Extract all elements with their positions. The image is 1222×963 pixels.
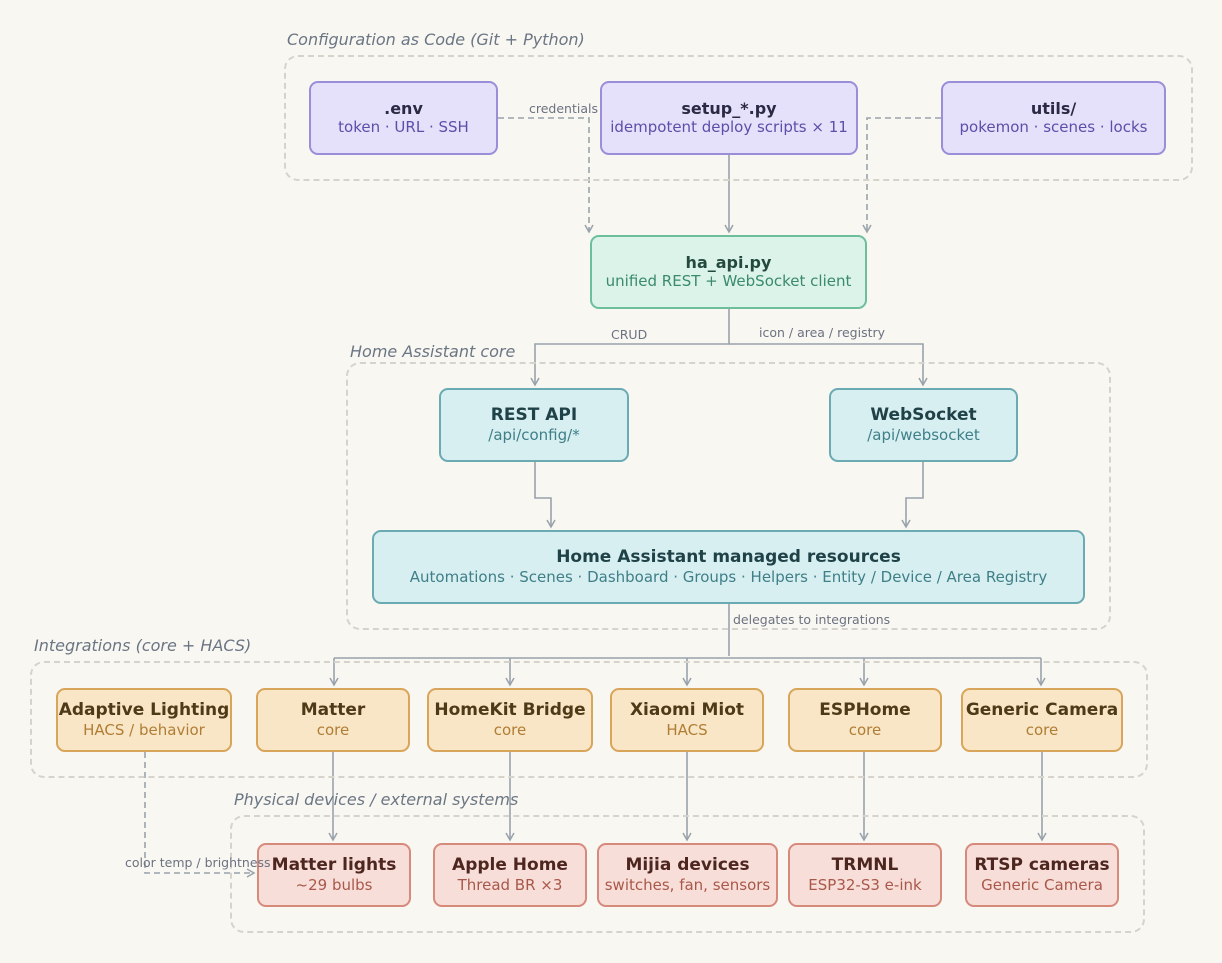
- device-mijia: Mijia devices switches, fan, sensors: [597, 843, 778, 907]
- device-title: Mijia devices: [625, 855, 750, 876]
- device-sub: Generic Camera: [981, 875, 1103, 894]
- integration-sub: core: [316, 720, 350, 739]
- edge-label-registry: icon / area / registry: [757, 325, 888, 340]
- integration-sub: HACS / behavior: [83, 720, 205, 739]
- rest-node-title: REST API: [490, 405, 578, 426]
- config-group: [284, 55, 1193, 181]
- env-node-title: .env: [384, 98, 423, 118]
- utils-node-sub: pokemon · scenes · locks: [959, 118, 1148, 137]
- device-apple-home: Apple Home Thread BR ×3: [433, 843, 587, 907]
- integration-title: HomeKit Bridge: [434, 700, 586, 721]
- device-title: Apple Home: [452, 855, 568, 876]
- integration-sub: core: [1025, 720, 1059, 739]
- integration-sub: core: [493, 720, 527, 739]
- integration-xiaomi-miot: Xiaomi Miot HACS: [610, 688, 764, 752]
- integrations-group: [30, 661, 1148, 778]
- device-rtsp-cameras: RTSP cameras Generic Camera: [965, 843, 1119, 907]
- device-sub: switches, fan, sensors: [604, 875, 771, 894]
- device-trmnl: TRMNL ESP32-S3 e-ink: [788, 843, 942, 907]
- setup-scripts-node: setup_*.py idempotent deploy scripts × 1…: [600, 81, 858, 155]
- integration-title: ESPHome: [819, 700, 911, 721]
- edge-label-delegates: delegates to integrations: [731, 612, 893, 627]
- integration-generic-camera: Generic Camera core: [961, 688, 1123, 752]
- resources-node-sub: Automations · Scenes · Dashboard · Group…: [409, 567, 1048, 586]
- setup-node-title: setup_*.py: [681, 98, 777, 118]
- utils-node: utils/ pokemon · scenes · locks: [941, 81, 1166, 155]
- integration-sub: HACS: [666, 720, 708, 739]
- managed-resources-node: Home Assistant managed resources Automat…: [372, 530, 1085, 604]
- client-node-sub: unified REST + WebSocket client: [605, 272, 852, 291]
- integration-adaptive-lighting: Adaptive Lighting HACS / behavior: [56, 688, 232, 752]
- integration-sub: core: [848, 720, 882, 739]
- device-sub: Thread BR ×3: [457, 875, 563, 894]
- integration-homekit-bridge: HomeKit Bridge core: [427, 688, 593, 752]
- edge-label-crud: CRUD: [609, 327, 650, 342]
- integration-title: Matter: [300, 700, 366, 721]
- core-group-label: Home Assistant core: [350, 342, 516, 361]
- device-matter-lights: Matter lights ~29 bulbs: [257, 843, 411, 907]
- device-title: Matter lights: [271, 855, 397, 876]
- core-group: [346, 362, 1111, 630]
- rest-node-sub: /api/config/*: [488, 425, 580, 444]
- integration-title: Generic Camera: [965, 700, 1119, 721]
- integration-matter: Matter core: [256, 688, 410, 752]
- integration-title: Adaptive Lighting: [58, 700, 230, 721]
- device-title: TRMNL: [831, 855, 899, 876]
- edge-label-credentials: credentials: [527, 101, 600, 116]
- ws-node-sub: /api/websocket: [867, 425, 980, 444]
- client-node-title: ha_api.py: [685, 252, 772, 272]
- devices-group: [230, 815, 1145, 933]
- utils-node-title: utils/: [1030, 98, 1077, 118]
- websocket-node: WebSocket /api/websocket: [829, 388, 1018, 462]
- resources-node-title: Home Assistant managed resources: [556, 547, 901, 568]
- setup-node-sub: idempotent deploy scripts × 11: [610, 118, 848, 137]
- device-title: RTSP cameras: [974, 855, 1110, 876]
- env-node: .env token · URL · SSH: [309, 81, 498, 155]
- devices-group-label: Physical devices / external systems: [234, 790, 519, 809]
- integrations-group-label: Integrations (core + HACS): [34, 636, 252, 655]
- rest-api-node: REST API /api/config/*: [439, 388, 629, 462]
- device-sub: ESP32-S3 e-ink: [808, 875, 922, 894]
- device-sub: ~29 bulbs: [295, 875, 373, 894]
- env-node-sub: token · URL · SSH: [338, 118, 469, 137]
- ws-node-title: WebSocket: [870, 405, 977, 426]
- ha-api-client-node: ha_api.py unified REST + WebSocket clien…: [590, 235, 867, 309]
- integration-title: Xiaomi Miot: [629, 700, 745, 721]
- integration-esphome: ESPHome core: [788, 688, 942, 752]
- edge-label-color-temp: color temp / brightness: [125, 855, 271, 870]
- config-group-label: Configuration as Code (Git + Python): [287, 30, 585, 49]
